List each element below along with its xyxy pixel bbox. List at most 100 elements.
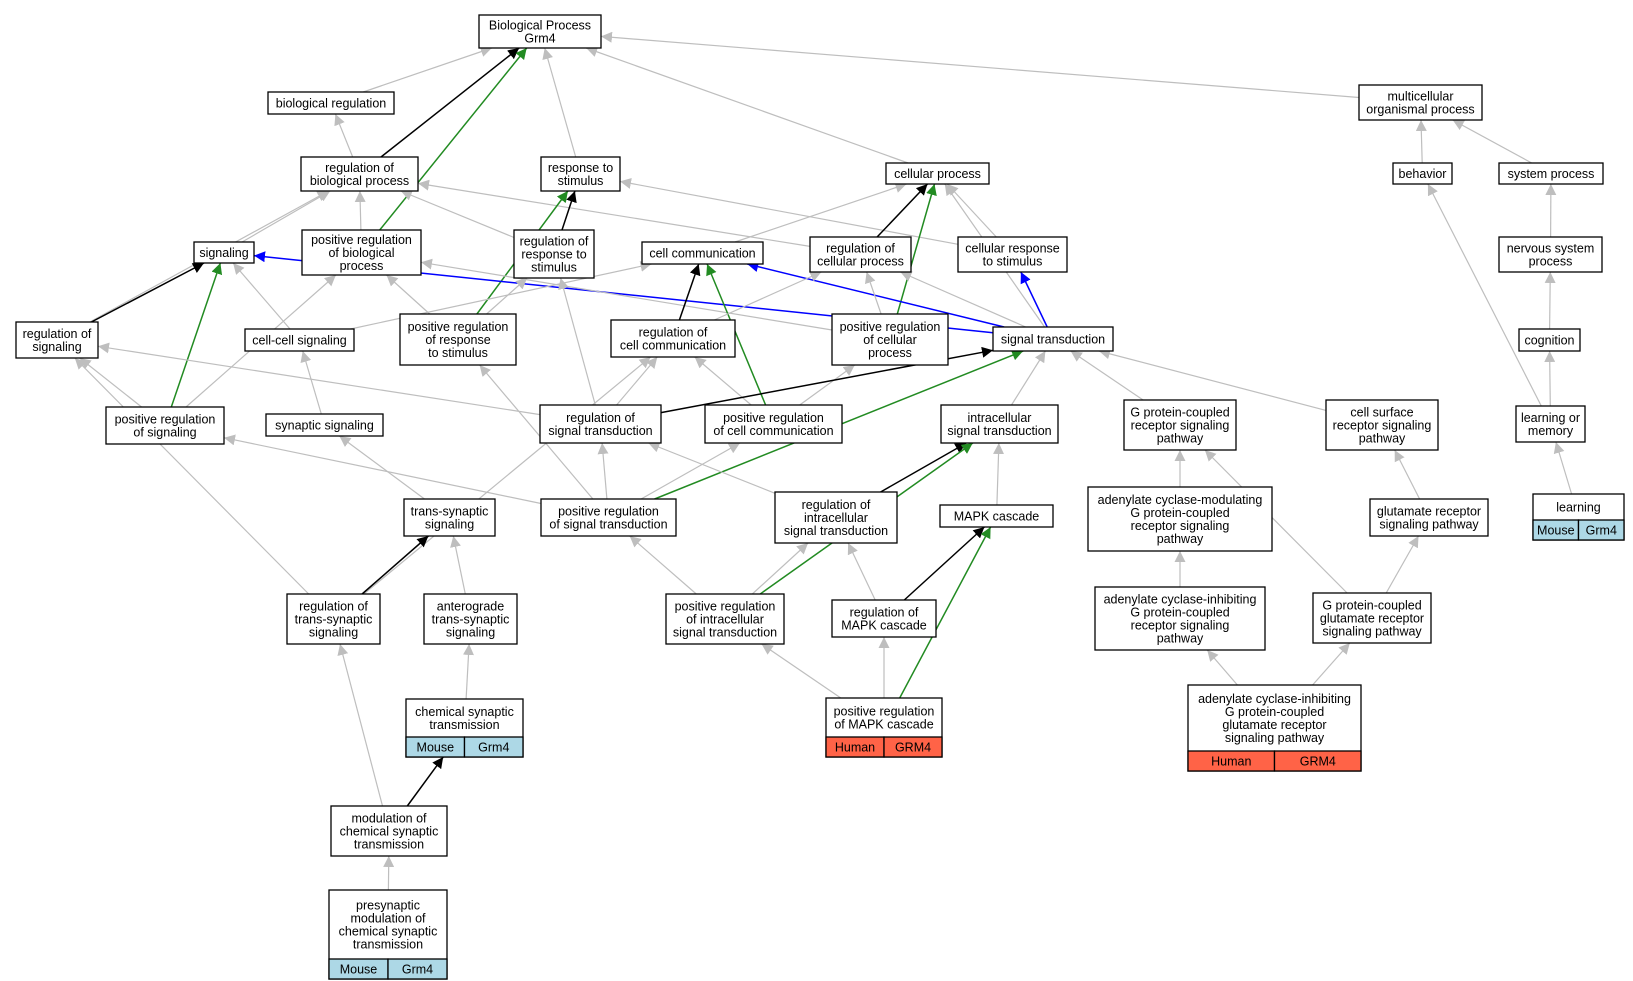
node-label-line: pathway bbox=[1157, 532, 1204, 546]
node-label-line: memory bbox=[1528, 424, 1574, 438]
node-label-line: glutamate receptor bbox=[1377, 505, 1481, 519]
node-box bbox=[1358, 84, 1483, 121]
edge-posregsigtrans-to-posregcellcomm bbox=[640, 442, 741, 500]
node-label-line: pathway bbox=[1157, 632, 1204, 646]
edge-regcell-to-regbio bbox=[417, 179, 811, 247]
node-cellcomm[interactable]: cell communication bbox=[641, 241, 764, 265]
edge-posregsig-to-regsig bbox=[79, 357, 142, 408]
node-box bbox=[1369, 498, 1489, 537]
node-label-line: Grm4 bbox=[524, 32, 555, 46]
node-cellcell[interactable]: cell-cell signaling bbox=[244, 328, 355, 352]
node-label-line: chemical synaptic bbox=[339, 925, 438, 939]
node-cellproc[interactable]: cellular process bbox=[885, 162, 990, 185]
node-box bbox=[992, 326, 1114, 352]
node-sysproc[interactable]: system process bbox=[1498, 162, 1604, 185]
node-label-line: multicellular bbox=[1388, 90, 1454, 104]
node-box bbox=[1094, 586, 1266, 651]
node-label-line: of signaling bbox=[133, 426, 196, 440]
edge-sigtrans-to-cellresp bbox=[1020, 271, 1048, 328]
node-biolreg[interactable]: biological regulation bbox=[267, 91, 395, 115]
edge-regcellcomm-to-regcell bbox=[714, 271, 822, 321]
edge-regtranssyn-to-transsyn bbox=[361, 535, 429, 595]
node-label-line: MAPK cascade bbox=[954, 510, 1040, 524]
node-mapk[interactable]: MAPK cascade bbox=[939, 504, 1054, 528]
node-label-line: glutamate receptor bbox=[1222, 718, 1326, 732]
edge-regtranssyn-to-regsig bbox=[74, 357, 310, 595]
node-label-line: stimulus bbox=[558, 174, 604, 188]
edge-cellcell-to-signaling bbox=[232, 262, 291, 330]
edge-signaling-to-regbio bbox=[241, 190, 331, 243]
node-box bbox=[15, 321, 99, 359]
node-cognition[interactable]: cognition bbox=[1518, 328, 1581, 352]
node-label-line: intracellular bbox=[804, 511, 868, 525]
gene-cell bbox=[883, 736, 943, 758]
node-behavior[interactable]: behavior bbox=[1392, 162, 1453, 185]
node-label-line: signal transduction bbox=[947, 424, 1051, 438]
node-label-line: learning bbox=[1556, 501, 1601, 515]
species-label: Human bbox=[835, 741, 875, 755]
node-label-line: positive regulation bbox=[834, 705, 935, 719]
node-label-line: positive regulation bbox=[840, 320, 941, 334]
node-box bbox=[399, 313, 517, 366]
gene-label: GRM4 bbox=[895, 741, 931, 755]
edge-learnmem-to-behavior bbox=[1427, 183, 1542, 407]
gene-label: Grm4 bbox=[478, 741, 509, 755]
node-box bbox=[244, 328, 355, 352]
node-box bbox=[610, 319, 736, 358]
node-box bbox=[1498, 162, 1604, 185]
node-synsig[interactable]: synaptic signaling bbox=[265, 413, 384, 437]
node-label-line: transmission bbox=[429, 718, 499, 732]
node-label-line: process bbox=[868, 346, 912, 360]
node-label-line: transmission bbox=[354, 838, 424, 852]
node-label-line: positive regulation bbox=[723, 411, 824, 425]
gene-cell bbox=[1577, 519, 1625, 541]
node-label-line: signaling pathway bbox=[1379, 518, 1479, 532]
species-label: Mouse bbox=[1537, 524, 1575, 538]
node-box bbox=[704, 404, 843, 444]
node-box bbox=[513, 229, 595, 279]
edge-regsig-to-signaling bbox=[91, 262, 205, 323]
edge-regtranssyn-to-regcellcomm bbox=[363, 356, 651, 595]
edge-posregmapk-to-posregintra bbox=[761, 643, 842, 699]
node-label-line: receptor signaling bbox=[1333, 419, 1432, 433]
node-signaling[interactable]: signaling bbox=[193, 241, 255, 264]
node-sigtrans[interactable]: signal transduction bbox=[992, 326, 1114, 352]
